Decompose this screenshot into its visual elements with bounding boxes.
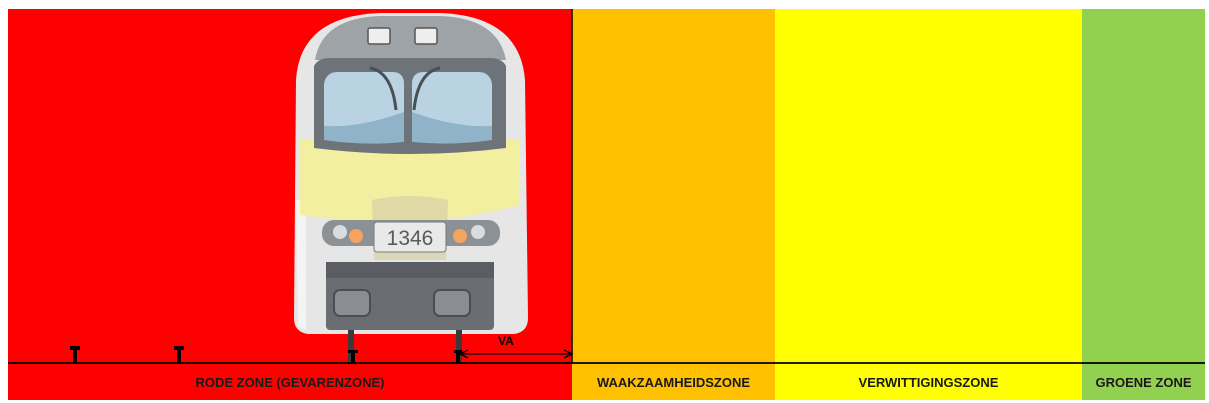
buffer-left: [334, 290, 370, 316]
headlight-right: [471, 225, 485, 239]
yellow-zone-label: VERWITTIGINGSZONE: [775, 364, 1082, 400]
orange-zone-label: WAAKZAAMHEIDSZONE: [572, 364, 775, 400]
sleeper-marker: [70, 346, 80, 363]
va-distance-arrow: [460, 350, 572, 358]
buffer-right: [434, 290, 470, 316]
train-number: 1346: [387, 227, 434, 250]
train-front: 1346: [294, 13, 528, 364]
headlight-right-orange: [453, 229, 467, 243]
red-zone-label: RODE ZONE (GEVARENZONE): [8, 364, 572, 400]
headlight-left-orange: [349, 229, 363, 243]
green-zone-label: GROENE ZONE: [1082, 364, 1205, 400]
sleeper-markers: [70, 346, 462, 363]
headlight-left: [333, 225, 347, 239]
va-label: VA: [498, 334, 514, 348]
sleeper-marker: [174, 346, 184, 363]
top-lamp-right: [415, 28, 437, 44]
top-lamp-left: [368, 28, 390, 44]
